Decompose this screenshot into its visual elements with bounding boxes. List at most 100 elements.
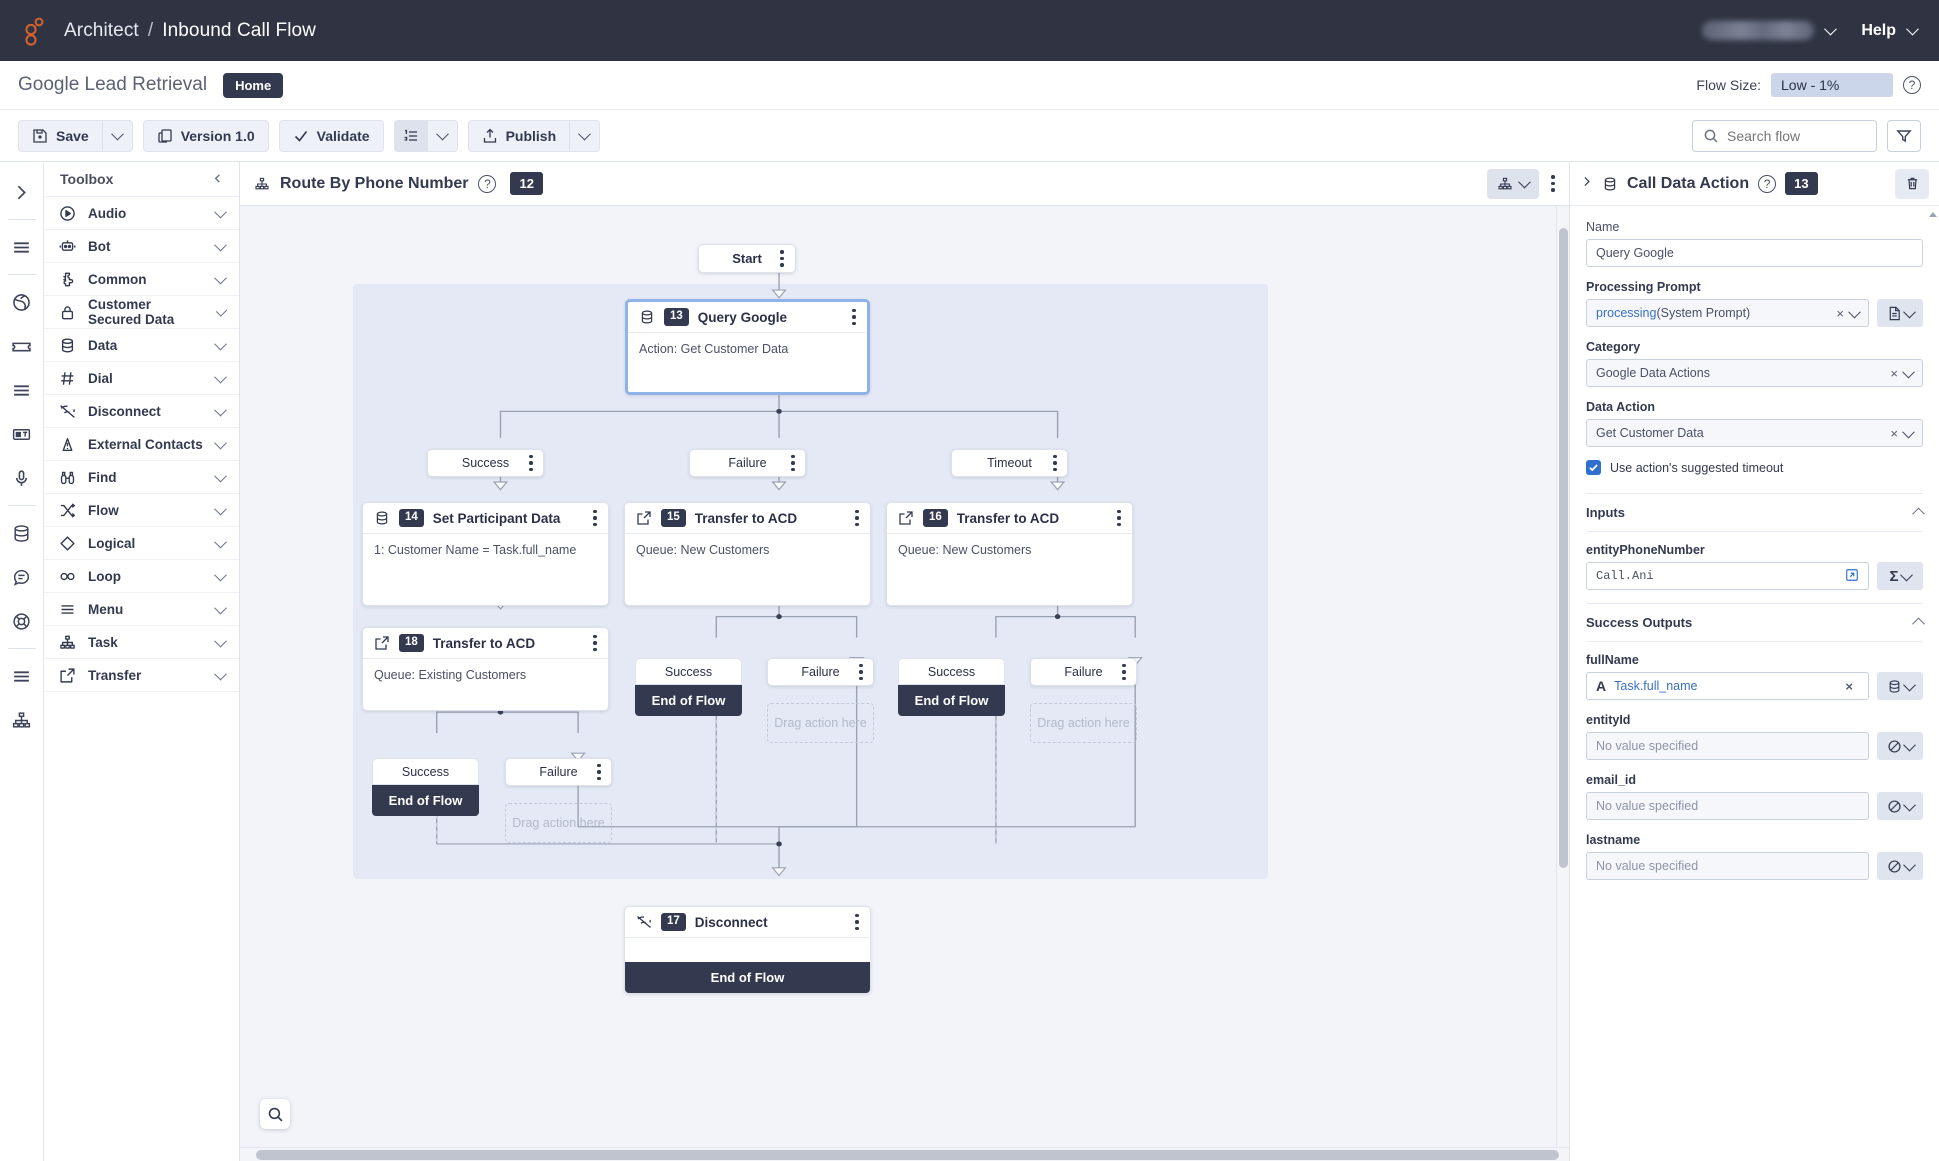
toolbox-item-logical[interactable]: Logical [44, 527, 239, 560]
output-0-type-button[interactable] [1877, 672, 1923, 700]
node-15-kebab-icon[interactable] [855, 509, 859, 527]
search-flow-box[interactable] [1692, 119, 1877, 152]
publish-dropdown-toggle[interactable] [570, 119, 601, 152]
open-expression-icon[interactable] [1845, 568, 1859, 585]
rail-chat-icon[interactable] [9, 564, 35, 590]
chevron-down-icon[interactable] [214, 568, 227, 581]
node-14-set-participant-data[interactable]: 14 Set Participant Data 1: Customer Name… [362, 502, 609, 606]
chevron-left-icon[interactable] [212, 171, 223, 187]
toolbox-item-menu[interactable]: Menu [44, 593, 239, 626]
toolbox-item-common[interactable]: Common [44, 263, 239, 296]
rail-list-icon[interactable] [9, 377, 35, 403]
toolbox-item-loop[interactable]: Loop [44, 560, 239, 593]
output-1-type-button[interactable] [1877, 732, 1923, 760]
toolbox-item-transfer[interactable]: Transfer [44, 659, 239, 692]
layout-view-button[interactable] [1487, 168, 1539, 199]
node-16-success-output[interactable]: Success End of Flow [898, 658, 1005, 716]
node-15-success-output[interactable]: Success End of Flow [635, 658, 742, 716]
node-15-transfer-to-acd[interactable]: 15 Transfer to ACD Queue: New Customers [624, 502, 871, 606]
node-17-kebab-icon[interactable] [855, 913, 859, 931]
toolbox-item-dial[interactable]: Dial [44, 362, 239, 395]
branch-kebab-icon[interactable] [791, 454, 795, 472]
toolbox-item-customer-secured-data[interactable]: Customer Secured Data [44, 296, 239, 329]
rail-translate-icon[interactable] [9, 421, 35, 447]
canvas-vertical-scrollbar[interactable] [1556, 206, 1569, 1147]
home-badge[interactable]: Home [223, 72, 284, 98]
node-17-disconnect[interactable]: 17 Disconnect End of Flow [624, 906, 871, 994]
rail-microphone-icon[interactable] [9, 465, 35, 491]
chevron-down-icon[interactable] [214, 370, 227, 383]
branch-kebab-icon[interactable] [859, 663, 863, 681]
chevron-down-icon[interactable] [214, 238, 227, 251]
rail-menu2-icon[interactable] [9, 663, 35, 689]
node-18-success-output[interactable]: Success End of Flow [372, 758, 479, 816]
publish-button[interactable]: Publish [467, 119, 571, 152]
toolbox-item-find[interactable]: Find [44, 461, 239, 494]
ordered-list-icon-button[interactable] [393, 119, 428, 152]
chevron-down-icon[interactable] [214, 535, 227, 548]
chevron-down-icon[interactable] [214, 634, 227, 647]
zoom-search-button[interactable] [260, 1099, 290, 1129]
output-2-field[interactable]: No value specified [1586, 792, 1869, 820]
node-14-kebab-icon[interactable] [593, 509, 597, 527]
node-16-transfer-to-acd[interactable]: 16 Transfer to ACD Queue: New Customers [886, 502, 1133, 606]
filter-button[interactable] [1887, 119, 1921, 152]
branch-failure-15[interactable]: Failure [767, 658, 874, 686]
chevron-down-icon[interactable] [214, 667, 227, 680]
branch-failure-18[interactable]: Failure [505, 758, 612, 786]
clear-icon[interactable]: × [1890, 425, 1898, 441]
drop-zone-16-failure[interactable]: Drag action here [1030, 703, 1137, 743]
rail-expand-chevron-right-icon[interactable] [9, 179, 35, 205]
toolbox-item-data[interactable]: Data [44, 329, 239, 362]
rail-database-icon[interactable] [9, 520, 35, 546]
rail-globe-icon[interactable] [9, 289, 35, 315]
toolbox-item-task[interactable]: Task [44, 626, 239, 659]
clear-icon[interactable]: × [1845, 678, 1853, 694]
drop-zone-15-failure[interactable]: Drag action here [767, 703, 874, 743]
toolbox-item-disconnect[interactable]: Disconnect [44, 395, 239, 428]
node-18-transfer-to-acd[interactable]: 18 Transfer to ACD Queue: Existing Custo… [362, 627, 609, 711]
panel-scrollbar[interactable] [1928, 212, 1937, 1155]
name-field[interactable]: Query Google [1586, 239, 1923, 267]
branch-timeout-13[interactable]: Timeout [951, 449, 1068, 477]
chevron-down-icon[interactable] [214, 205, 227, 218]
chevron-down-icon[interactable] [214, 601, 227, 614]
branch-kebab-icon[interactable] [1053, 454, 1057, 472]
question-circle-icon[interactable]: ? [1903, 76, 1921, 94]
version-button[interactable]: Version 1.0 [142, 119, 269, 152]
suggested-timeout-row[interactable]: Use action's suggested timeout [1586, 460, 1923, 475]
toolbox-item-bot[interactable]: Bot [44, 230, 239, 263]
question-circle-icon[interactable]: ? [478, 174, 497, 193]
branch-kebab-icon[interactable] [529, 454, 533, 472]
chevron-down-icon[interactable] [214, 469, 227, 482]
save-button[interactable]: Save [18, 119, 103, 152]
clear-icon[interactable]: × [1890, 365, 1898, 381]
input-0-expression-button[interactable]: Σ [1877, 562, 1923, 590]
chevron-down-icon[interactable] [214, 271, 227, 284]
branch-success-16[interactable]: Success [898, 658, 1005, 685]
horizontal-scroll-thumb[interactable] [256, 1150, 1559, 1160]
chevron-down-icon[interactable] [1848, 305, 1861, 318]
toolbox-item-external-contacts[interactable]: External Contacts [44, 428, 239, 461]
output-2-type-button[interactable] [1877, 792, 1923, 820]
node-18-kebab-icon[interactable] [593, 634, 597, 652]
question-circle-icon[interactable]: ? [1758, 174, 1777, 193]
chevron-down-icon[interactable] [215, 304, 228, 317]
toolbox-item-audio[interactable]: Audio [44, 197, 239, 230]
user-menu[interactable] [1702, 21, 1838, 40]
suggested-timeout-checkbox[interactable] [1586, 460, 1601, 475]
branch-kebab-icon[interactable] [1122, 663, 1126, 681]
category-field[interactable]: Google Data Actions × [1586, 359, 1923, 387]
rail-sitemap-icon[interactable] [9, 707, 35, 733]
branch-kebab-icon[interactable] [597, 763, 601, 781]
data-action-field[interactable]: Get Customer Data × [1586, 419, 1923, 447]
drop-zone-18-failure[interactable]: Drag action here [505, 803, 612, 843]
node-start[interactable]: Start [698, 244, 796, 273]
output-1-field[interactable]: No value specified [1586, 732, 1869, 760]
output-3-field[interactable]: No value specified [1586, 852, 1869, 880]
panel-expand-chevron-right-icon[interactable] [1580, 175, 1593, 193]
success-outputs-section-header[interactable]: Success Outputs [1586, 615, 1925, 631]
chevron-down-icon[interactable] [214, 502, 227, 515]
clear-icon[interactable]: × [1836, 305, 1844, 321]
branch-failure-13[interactable]: Failure [689, 449, 806, 477]
